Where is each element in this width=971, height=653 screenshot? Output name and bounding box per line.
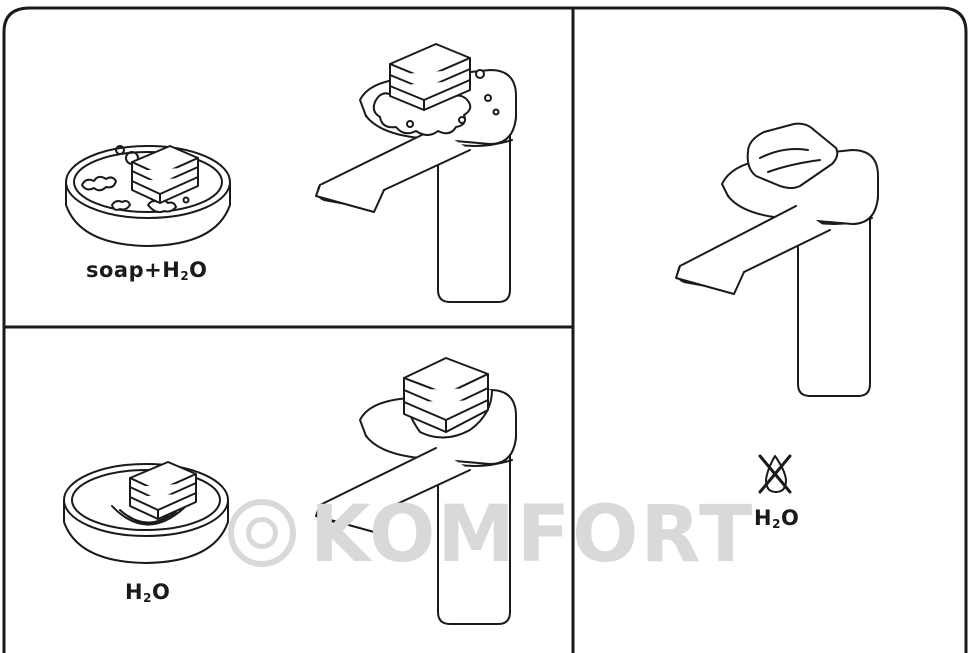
label-no-water: H2O (754, 506, 799, 531)
label-soap-water: soap+H2O (86, 258, 208, 283)
soap-foam-icon (372, 69, 500, 136)
label-main: H (125, 580, 144, 604)
label-end: O (151, 580, 171, 604)
no-water-icon (758, 454, 792, 494)
label-main: H (754, 506, 773, 530)
panel-soap-water (65, 43, 517, 303)
water-ripple-icon (111, 505, 185, 526)
label-sub: 2 (180, 269, 190, 283)
label-water: H2O (125, 580, 170, 605)
label-end: O (189, 258, 208, 282)
cloth-icon (746, 122, 839, 189)
sponge-icon (129, 461, 197, 520)
watermark-text: KOMFORT (310, 490, 755, 580)
sponge-icon (131, 145, 199, 204)
watermark: KOMFORT (228, 490, 754, 580)
faucet-icon (675, 149, 879, 397)
outer-frame (2, 6, 968, 653)
label-sub: 2 (772, 517, 781, 531)
sponge-icon (403, 357, 493, 439)
label-main: soap+H (86, 258, 181, 282)
label-sub: 2 (143, 591, 152, 605)
panel-water (63, 357, 517, 625)
panel-no-water (675, 122, 879, 494)
sponge-icon (389, 43, 471, 111)
soap-foam-icon (81, 145, 198, 214)
label-end: O (780, 506, 800, 530)
watermark-logo-icon (228, 499, 296, 567)
